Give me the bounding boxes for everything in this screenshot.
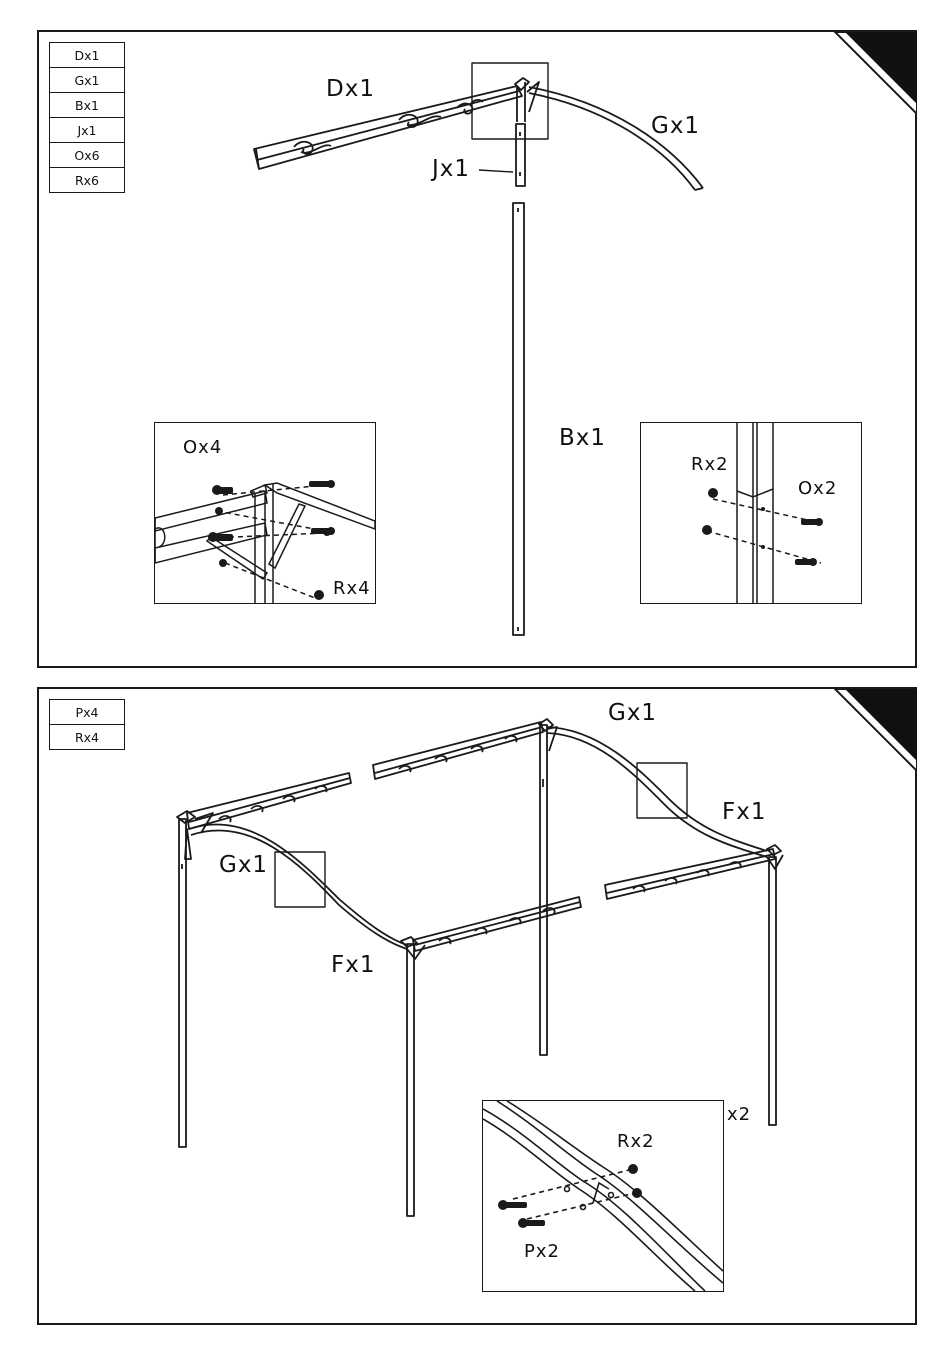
detail-inset-post-joint: Rx2 Ox2 bbox=[640, 422, 862, 604]
label-bolt-o: Ox2 bbox=[798, 480, 837, 498]
detail-inset-arch-joint: Rx2 Px2 bbox=[482, 1100, 724, 1292]
label-arch-f: Fx1 bbox=[331, 954, 375, 977]
label-arch-g: Gx1 bbox=[651, 115, 700, 138]
label-nut-r: Rx4 bbox=[333, 580, 371, 598]
detail-drawing bbox=[641, 423, 861, 603]
label-bolt-p: Px2 bbox=[524, 1243, 560, 1261]
post-front-left bbox=[179, 819, 186, 1147]
detail-inset-beam-joint: Ox4 Rx4 bbox=[154, 422, 376, 604]
step-2-panel: Px4 Rx4 bbox=[37, 687, 917, 1325]
corner-bracket bbox=[515, 78, 539, 122]
connector-j bbox=[516, 124, 525, 186]
label-bolt-o: Ox4 bbox=[183, 439, 222, 457]
post-right bbox=[769, 857, 776, 1125]
post-b bbox=[513, 203, 524, 635]
label-nut-r: Rx2 bbox=[617, 1133, 655, 1151]
label-arch-g: Gx1 bbox=[219, 854, 268, 877]
label-nut-r: Rx2 bbox=[691, 456, 729, 474]
step-1-panel: Dx1 Gx1 Bx1 Jx1 Ox6 Rx6 bbox=[37, 30, 917, 668]
post-front bbox=[407, 944, 414, 1216]
beam-d bbox=[254, 86, 522, 169]
detail-drawing bbox=[483, 1101, 723, 1291]
label-arch-f: Fx1 bbox=[722, 801, 766, 824]
label-post-b: Bx1 bbox=[559, 427, 606, 450]
label-arch-g: Gx1 bbox=[608, 702, 657, 725]
post-back bbox=[540, 725, 547, 1055]
label-beam-d: Dx1 bbox=[326, 78, 375, 101]
step-2-drawing bbox=[39, 689, 915, 1323]
label-connector-j: Jx1 bbox=[432, 158, 470, 181]
label-multiplier: x2 bbox=[727, 1106, 751, 1124]
